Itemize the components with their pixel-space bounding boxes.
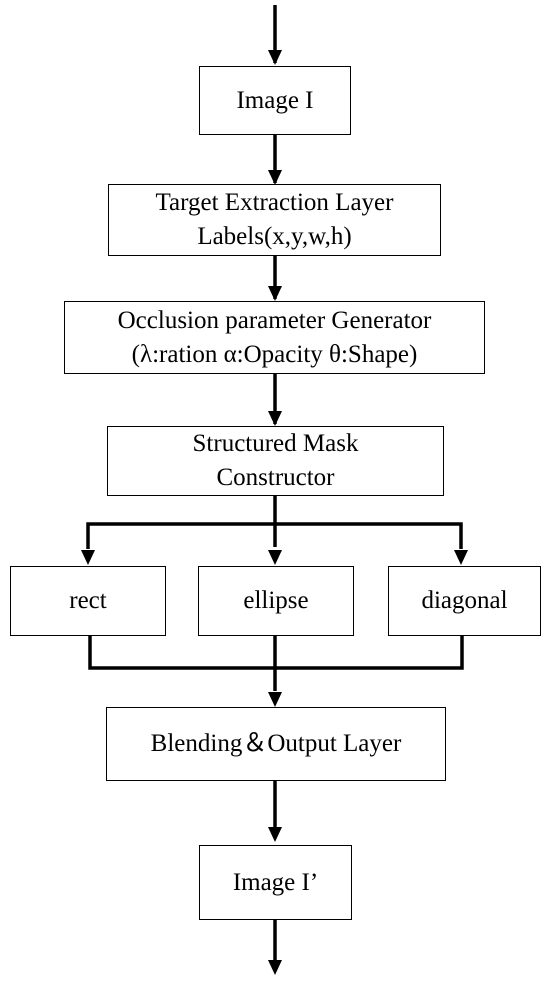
arrowhead-diagonal xyxy=(454,550,468,565)
node-mask-constructor-line2: Constructor xyxy=(216,464,335,491)
arrowhead-mask xyxy=(268,411,282,426)
node-image-output: Image I’ xyxy=(199,845,352,920)
node-blending-output-layer: Blending＆Output Layer xyxy=(106,707,446,781)
node-shape-diagonal: diagonal xyxy=(388,566,541,636)
node-target-extraction-title: Target Extraction Layer xyxy=(155,189,394,217)
node-occlusion-parameter-generator: Occlusion parameter Generator (λ:ration … xyxy=(64,301,485,374)
node-target-extraction-layer: Target Extraction Layer Labels(x,y,w,h) xyxy=(108,184,441,256)
node-occlusion-generator-title: Occlusion parameter Generator xyxy=(117,306,432,334)
node-shape-ellipse-label: ellipse xyxy=(243,587,309,615)
node-shape-ellipse: ellipse xyxy=(198,566,354,636)
arrowhead-generator xyxy=(268,286,282,301)
node-image-input-label: Image I xyxy=(236,86,314,114)
node-shape-rect: rect xyxy=(10,566,166,636)
node-mask-constructor-line1: Structured Mask xyxy=(192,430,359,458)
arrowhead-ellipse xyxy=(268,550,282,565)
arrowhead-rect xyxy=(81,550,95,565)
node-target-extraction-subtitle: Labels(x,y,w,h) xyxy=(197,223,352,250)
node-blending-output-label: Blending＆Output Layer xyxy=(150,730,402,758)
node-image-output-label: Image I’ xyxy=(232,868,319,896)
arrowhead-image-out xyxy=(268,827,282,842)
node-image-input: Image I xyxy=(199,66,351,135)
arrowhead-blending xyxy=(268,692,282,707)
arrowhead-entry xyxy=(268,50,282,65)
node-shape-rect-label: rect xyxy=(69,587,107,615)
node-occlusion-generator-params: (λ:ration α:Opacity θ:Shape) xyxy=(131,340,418,368)
node-shape-diagonal-label: diagonal xyxy=(421,587,508,615)
arrowhead-extraction xyxy=(268,170,282,185)
node-structured-mask-constructor: Structured Mask Constructor xyxy=(107,426,444,496)
arrowhead-exit xyxy=(268,960,282,975)
